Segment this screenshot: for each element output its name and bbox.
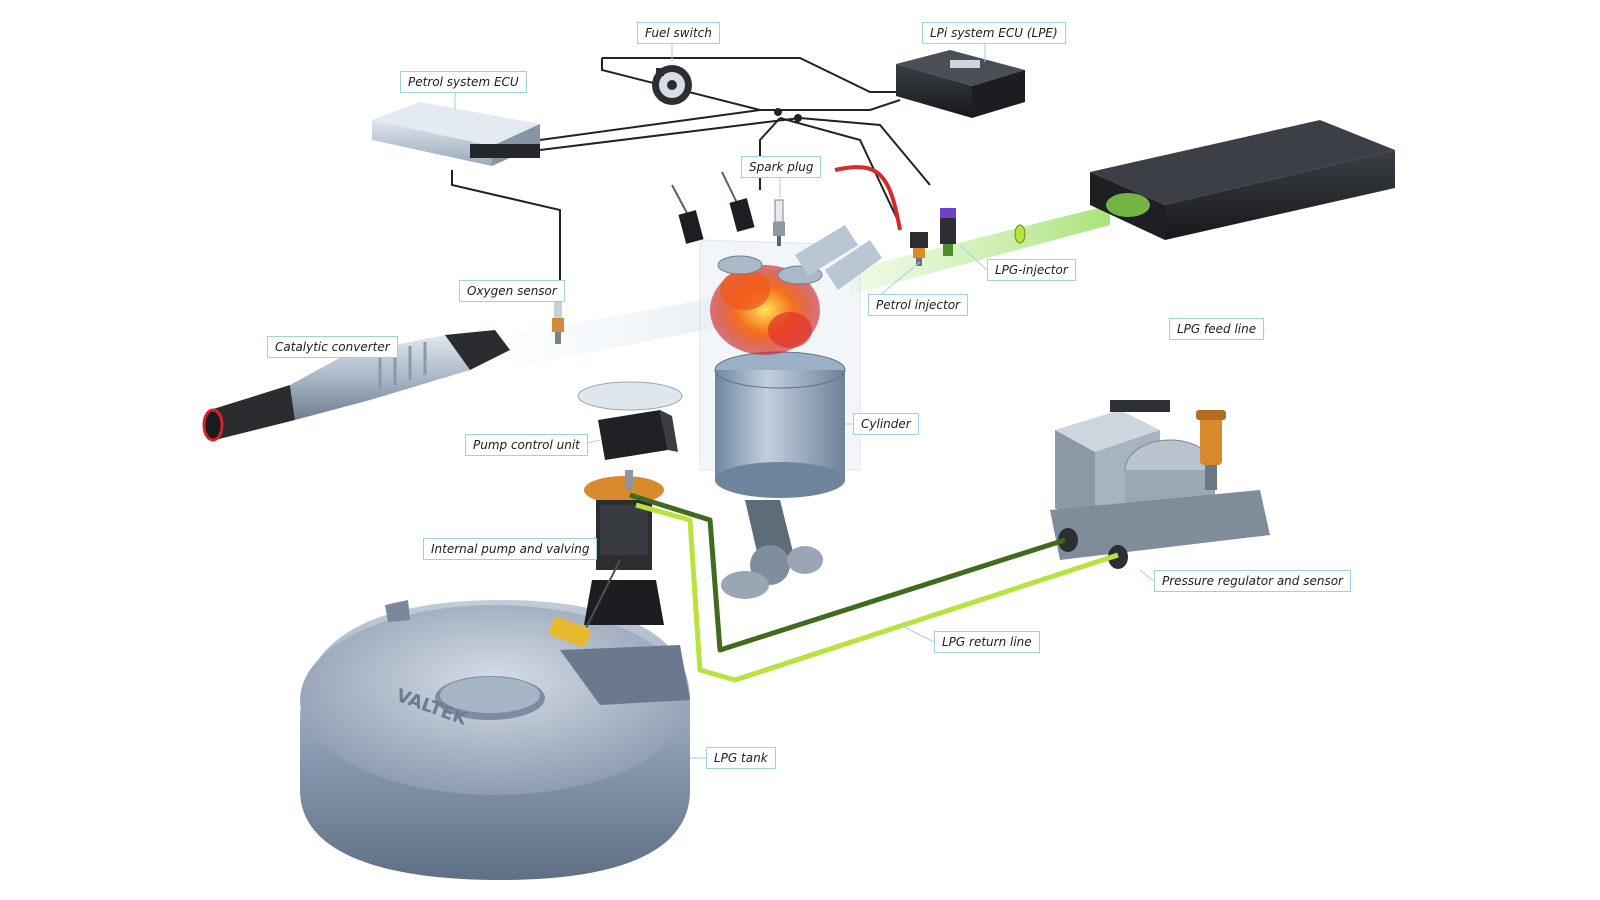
- exhaust-flow: [510, 295, 730, 368]
- label-pump-control-unit: Pump control unit: [465, 434, 588, 456]
- wire-junction: [774, 108, 782, 116]
- fuel-switch[interactable]: [652, 65, 692, 105]
- petrol-injector[interactable]: [910, 232, 928, 266]
- red-wire: [834, 165, 902, 231]
- petrol-ecu: [372, 102, 540, 166]
- label-catalytic-converter: Catalytic converter: [267, 336, 398, 358]
- pressure-regulator[interactable]: [1050, 400, 1270, 569]
- air-box: [1090, 120, 1395, 240]
- label-lpi-ecu: LPi system ECU (LPE): [922, 22, 1066, 44]
- label-lpg-injector: LPG-injector: [987, 259, 1076, 281]
- internal-pump[interactable]: [548, 470, 664, 648]
- oxygen-sensor[interactable]: [552, 290, 564, 344]
- label-cylinder: Cylinder: [853, 413, 919, 435]
- label-lpg-return-line: LPG return line: [934, 631, 1040, 653]
- spark-plug[interactable]: [773, 199, 785, 246]
- label-petrol-injector: Petrol injector: [868, 294, 968, 316]
- combustion-flame: [710, 265, 820, 355]
- pump-control-unit[interactable]: [577, 381, 683, 460]
- lpg-injector[interactable]: [940, 208, 1026, 256]
- valves: [717, 225, 882, 290]
- wiring-harness: [451, 57, 931, 300]
- label-fuel-switch: Fuel switch: [637, 22, 720, 44]
- connecting-rod: [721, 500, 823, 599]
- label-lpg-feed-line: LPG feed line: [1169, 318, 1265, 340]
- ignition-coils: [671, 171, 755, 244]
- label-petrol-ecu: Petrol system ECU: [400, 71, 527, 93]
- label-spark-plug: Spark plug: [741, 156, 822, 178]
- intake-flow: [850, 205, 1110, 295]
- catalytic-converter[interactable]: [202, 330, 510, 442]
- label-lpg-tank: LPG tank: [706, 747, 776, 769]
- lpi-ecu: [896, 50, 1025, 118]
- lpg-feed-line: [635, 502, 1119, 683]
- wire-junction: [794, 114, 802, 122]
- lpg-tank[interactable]: VALTEK: [300, 600, 690, 880]
- label-pressure-regulator: Pressure regulator and sensor: [1154, 570, 1351, 592]
- lpg-return-line: [629, 492, 1066, 653]
- label-oxygen-sensor: Oxygen sensor: [459, 280, 565, 302]
- float-gauge: [549, 559, 621, 647]
- label-internal-pump: Internal pump and valving: [423, 538, 598, 560]
